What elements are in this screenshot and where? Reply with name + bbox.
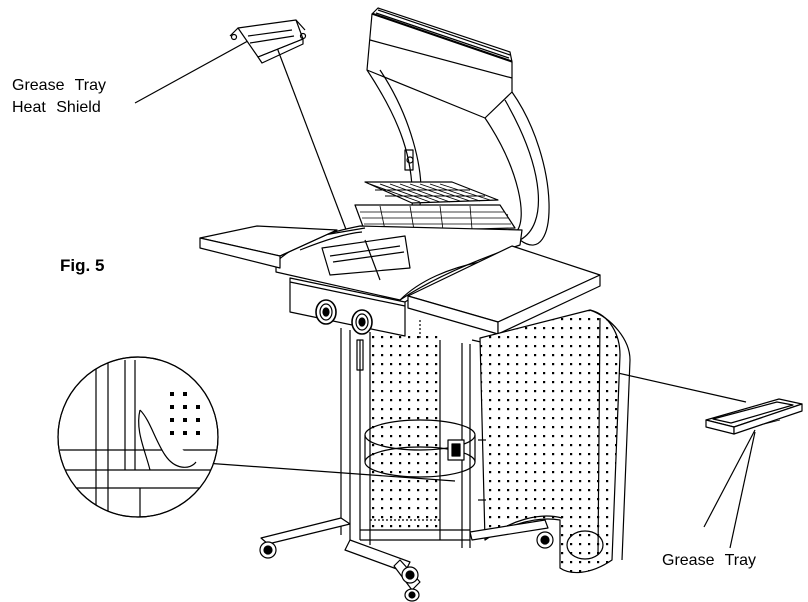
cabinet-door-open xyxy=(478,310,630,573)
tank-ring xyxy=(365,420,475,477)
caster-rear-right xyxy=(537,532,553,548)
figure-number: Fig. 5 xyxy=(60,256,105,275)
caster-front-center xyxy=(402,567,418,583)
burner-knob-left xyxy=(316,300,336,324)
grill-lid-open xyxy=(367,8,549,245)
zoom-detail xyxy=(58,357,220,520)
callout-heat-shield-line1: Grease Tray xyxy=(12,77,107,94)
grease-tray-heat-shield xyxy=(230,20,306,63)
caster-front-left xyxy=(260,542,276,558)
cart-base xyxy=(260,518,553,601)
callout-heat-shield-line2: Heat Shield xyxy=(12,99,101,116)
callout-grease-tray: Grease Tray xyxy=(662,552,757,569)
left-side-shelf xyxy=(200,226,337,268)
cart-frame xyxy=(341,328,470,548)
caster-rear-left xyxy=(405,589,419,601)
right-side-shelf xyxy=(408,246,600,334)
burner-knob-right xyxy=(352,310,372,334)
cooking-grate xyxy=(355,182,515,232)
grease-tray-part xyxy=(706,399,802,434)
